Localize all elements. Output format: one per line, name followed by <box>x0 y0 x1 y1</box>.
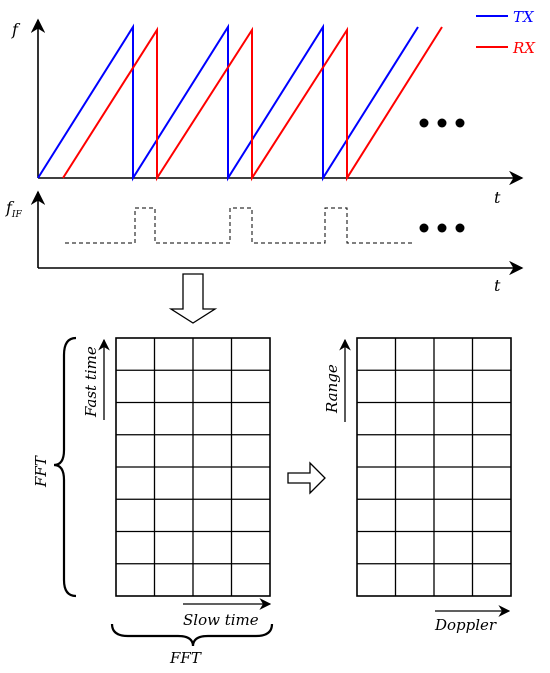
tx-chirp-line <box>37 23 419 182</box>
legend-rx-label: RX <box>512 39 536 57</box>
continuation-dot <box>419 223 429 233</box>
down-arrow-icon <box>168 273 218 324</box>
fast-time-label: Fast time <box>82 346 100 418</box>
doppler-label: Doppler <box>434 616 497 634</box>
continuation-dot <box>437 223 447 233</box>
bottom-fft-brace <box>110 623 274 647</box>
slow-time-label: Slow time <box>183 611 259 629</box>
right-arrow-icon <box>287 461 326 495</box>
chirp-x-axis-label: t <box>494 188 501 207</box>
left-matrix: Fast time Slow time FFT FFT <box>32 336 274 667</box>
right-matrix-grid <box>356 337 512 597</box>
if-y-axis-label-main: f <box>5 198 15 217</box>
left-fft-label: FFT <box>32 455 50 488</box>
continuation-dot <box>419 118 429 128</box>
if-x-axis-label: t <box>494 276 501 295</box>
continuation-dot <box>437 118 447 128</box>
legend-tx-label: TX <box>513 8 535 26</box>
if-y-axis-label: fIF <box>5 198 22 220</box>
rx-chirp-line <box>62 26 443 182</box>
chirp-y-axis-label: f <box>11 20 21 39</box>
range-label: Range <box>323 364 341 414</box>
continuation-dot <box>455 118 465 128</box>
continuation-dot <box>455 223 465 233</box>
if-signal-line <box>65 207 412 244</box>
chirp-plot: f t TX RX <box>11 8 536 207</box>
legend: TX RX <box>476 8 536 57</box>
right-matrix: Range Doppler <box>323 337 512 634</box>
bottom-fft-label: FFT <box>169 649 202 667</box>
if-y-axis-label-subscript: IF <box>11 210 23 220</box>
left-matrix-grid <box>115 337 271 597</box>
left-fft-brace <box>53 336 77 598</box>
if-plot: fIF t <box>5 190 524 295</box>
